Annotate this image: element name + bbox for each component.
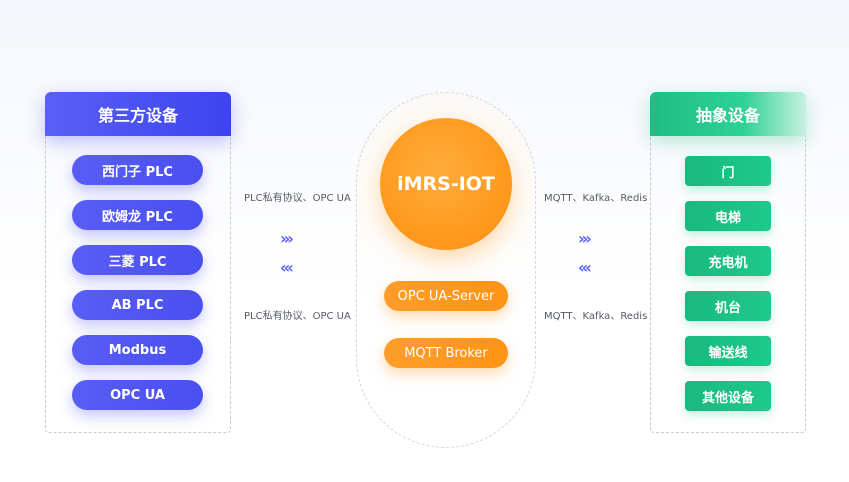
device-siemens-plc: 西门子 PLC xyxy=(72,155,203,185)
arrow-left-glyphs: ‹‹‹ xyxy=(280,258,294,277)
arrow-left-icon: ‹‹‹ xyxy=(280,258,294,277)
arrow-right-icon: ››› xyxy=(578,229,592,248)
device-opc-ua: OPC UA xyxy=(72,380,203,410)
abstract-door: 门 xyxy=(685,156,771,186)
arrow-right-icon: ››› xyxy=(280,229,294,248)
abstract-conveyor: 输送线 xyxy=(685,336,771,366)
abstract-devices-panel xyxy=(650,135,806,433)
core-platform-node: iMRS-IOT xyxy=(380,118,512,250)
arrow-right-glyphs-2: ››› xyxy=(578,229,592,248)
abstract-charger: 充电机 xyxy=(685,246,771,276)
module-mqtt-broker: MQTT Broker xyxy=(384,338,508,368)
right-protocol-label-bottom: MQTT、Kafka、Redis xyxy=(544,311,648,322)
abstract-machine: 机台 xyxy=(685,291,771,321)
left-protocol-label-top: PLC私有协议、OPC UA xyxy=(244,193,351,204)
device-modbus: Modbus xyxy=(72,335,203,365)
module-opc-ua-server: OPC UA-Server xyxy=(384,281,508,311)
device-mitsubishi-plc: 三菱 PLC xyxy=(72,245,203,275)
abstract-device-list: 门 电梯 充电机 机台 输送线 其他设备 xyxy=(685,156,771,411)
left-protocol-label-bottom: PLC私有协议、OPC UA xyxy=(244,311,351,322)
right-protocol-label-top: MQTT、Kafka、Redis xyxy=(544,193,648,204)
abstract-other-devices: 其他设备 xyxy=(685,381,771,411)
device-omron-plc: 欧姆龙 PLC xyxy=(72,200,203,230)
third-party-devices-title: 第三方设备 xyxy=(97,106,178,125)
third-party-devices-header: 第三方设备 xyxy=(45,92,231,136)
arrow-left-glyphs-2: ‹‹‹ xyxy=(578,258,592,277)
abstract-devices-title: 抽象设备 xyxy=(695,106,760,125)
abstract-devices-header: 抽象设备 xyxy=(650,92,806,136)
abstract-elevator: 电梯 xyxy=(685,201,771,231)
device-ab-plc: AB PLC xyxy=(72,290,203,320)
arrow-left-icon: ‹‹‹ xyxy=(578,258,592,277)
core-platform-title: iMRS-IOT xyxy=(397,173,495,195)
third-party-device-list: 西门子 PLC 欧姆龙 PLC 三菱 PLC AB PLC Modbus OPC… xyxy=(72,155,203,410)
arrow-right-glyphs: ››› xyxy=(280,229,294,248)
third-party-devices-panel xyxy=(45,133,231,433)
